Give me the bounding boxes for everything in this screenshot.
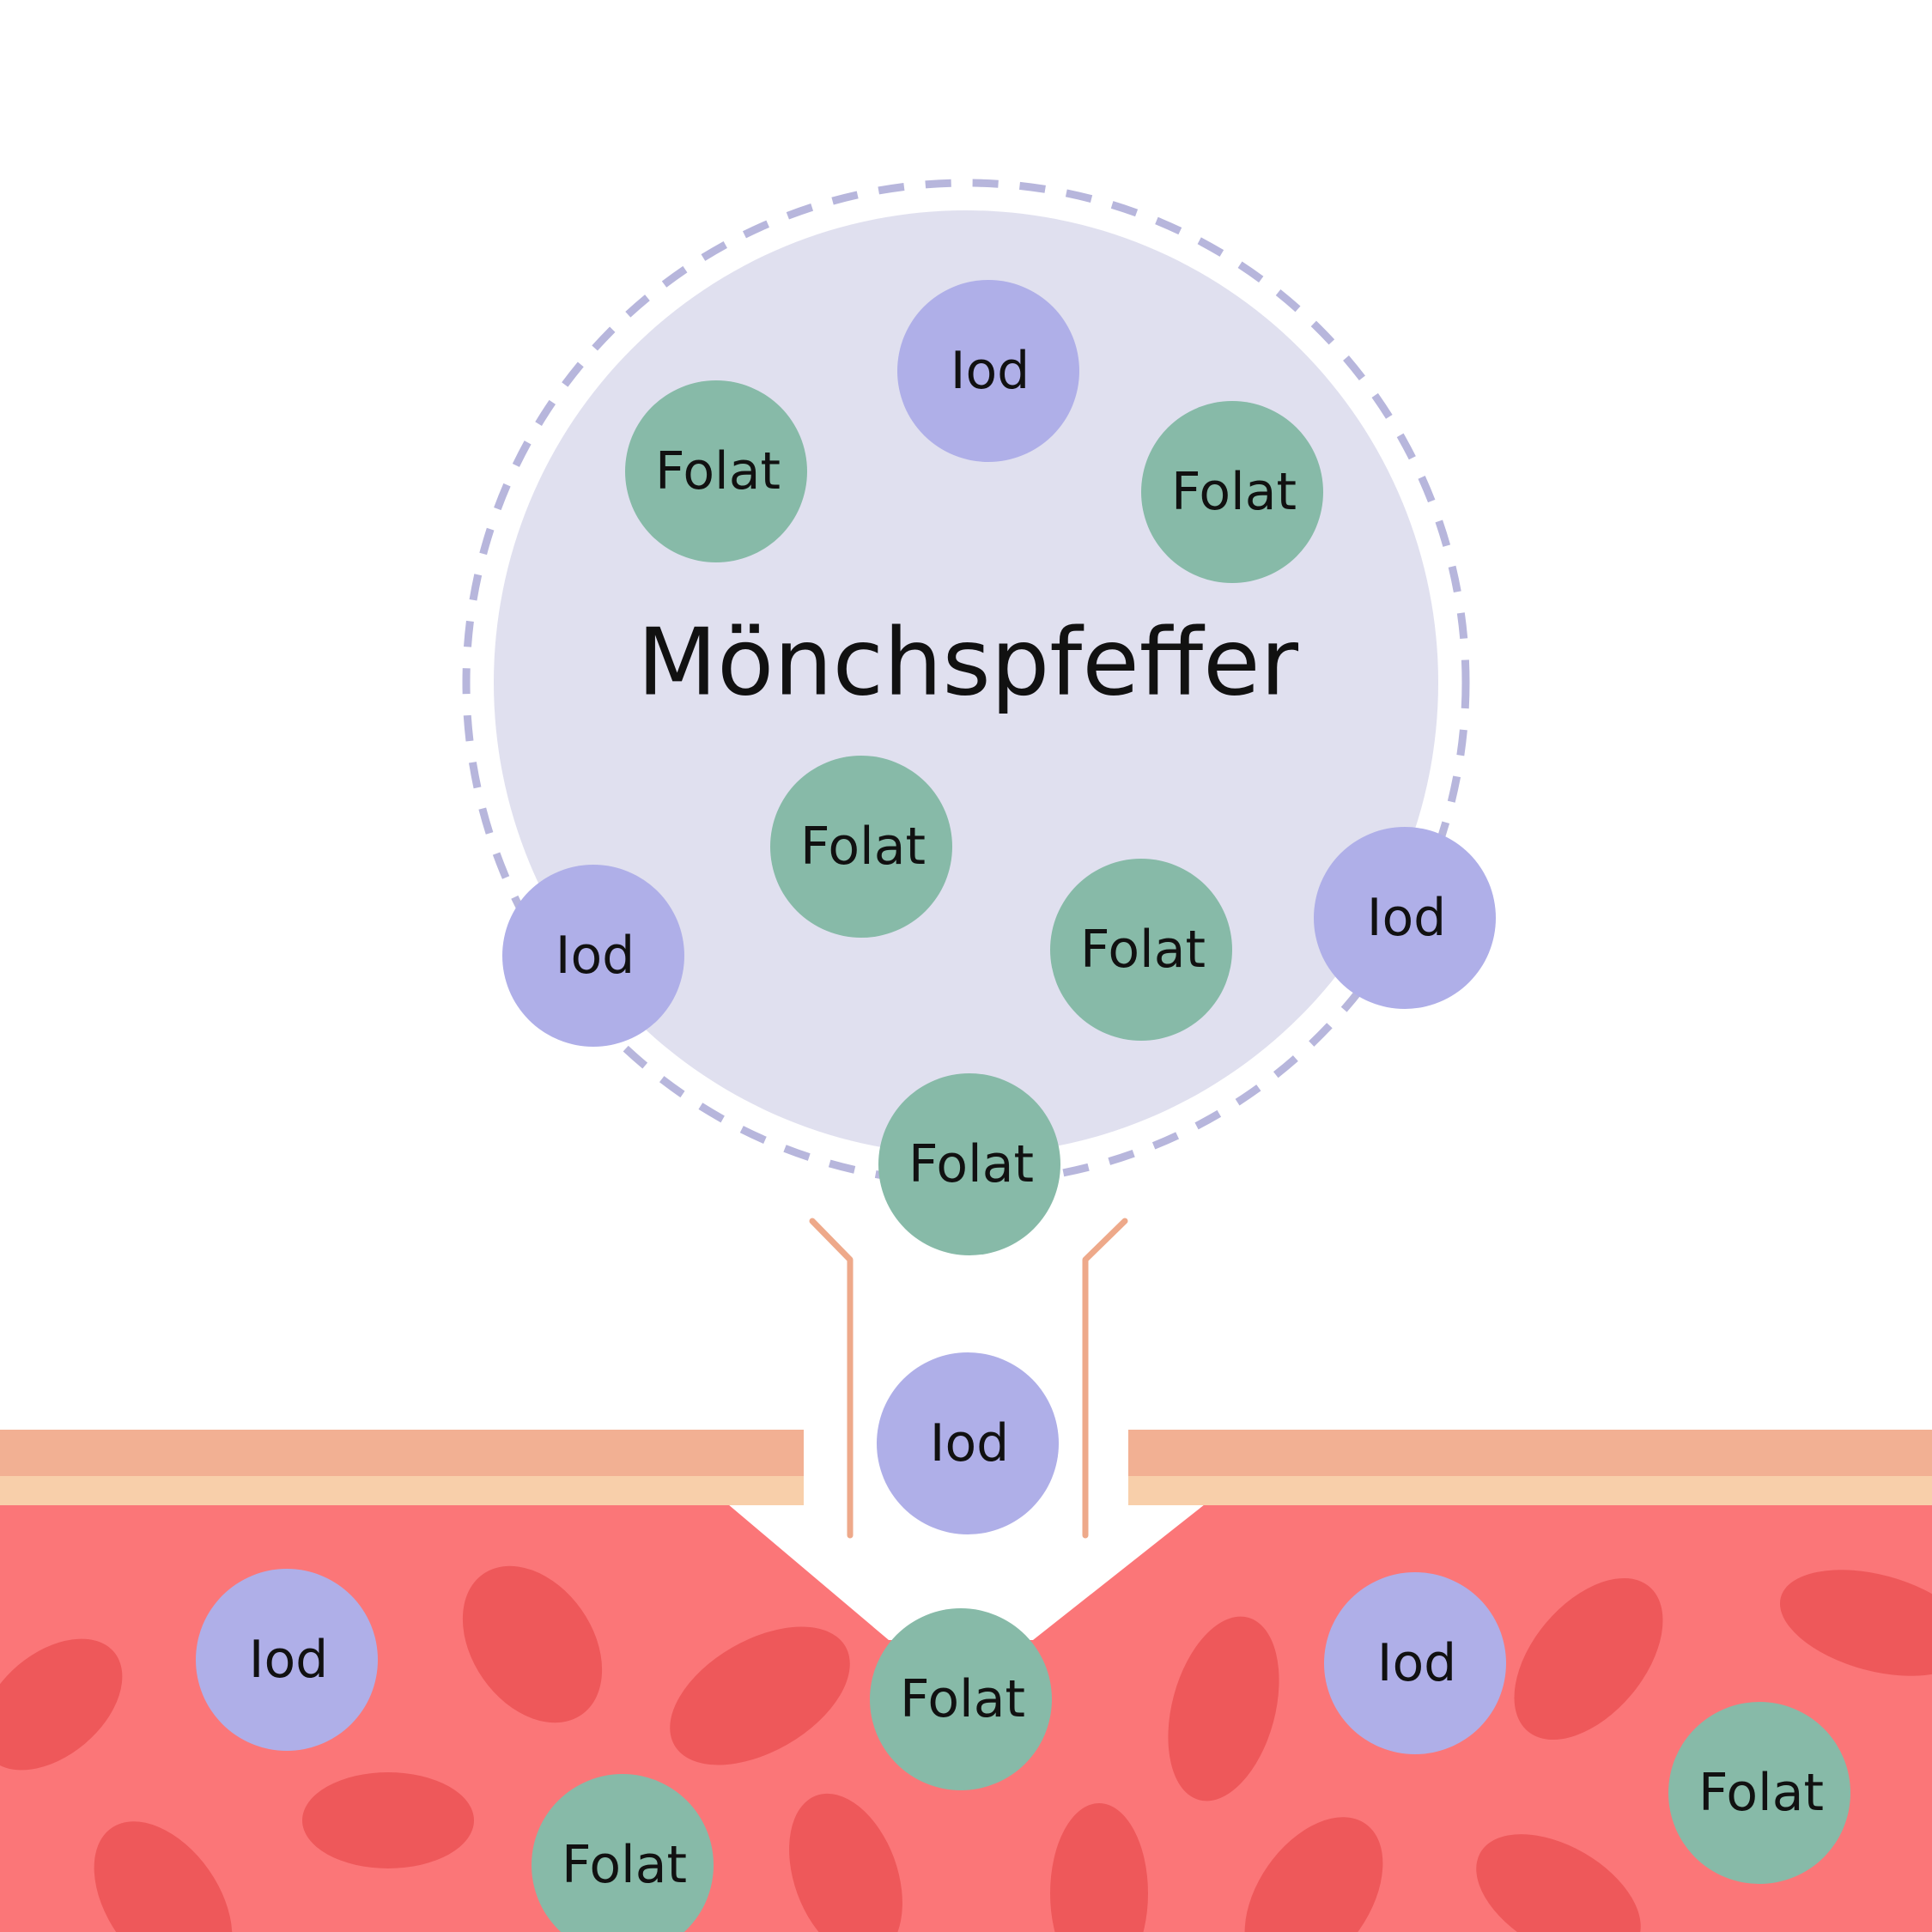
red-blood-cell — [789, 1793, 902, 1932]
iod-molecule: Iod — [877, 1352, 1059, 1534]
folat-circle — [870, 1608, 1052, 1790]
iod-circle — [502, 865, 684, 1047]
iod-molecule: Iod — [1324, 1572, 1506, 1754]
folat-molecule: Folat — [878, 1073, 1060, 1255]
iod-label: Iod — [249, 1630, 329, 1690]
folat-molecule: Folat — [1141, 401, 1323, 583]
tissue-outer-left — [0, 1430, 804, 1476]
red-blood-cell — [0, 1638, 123, 1771]
iod-circle — [897, 280, 1079, 462]
red-blood-cell — [462, 1565, 603, 1723]
iod-molecule: Iod — [502, 865, 684, 1047]
folat-molecule: Folat — [770, 756, 952, 938]
iod-molecule: Iod — [196, 1569, 378, 1751]
folat-label: Folat — [908, 1134, 1034, 1194]
folat-label: Folat — [900, 1669, 1025, 1729]
tissue-inner-left — [0, 1476, 804, 1505]
red-blood-cell — [1050, 1803, 1148, 1932]
tissue-layers — [0, 1430, 1932, 1505]
folat-circle — [532, 1774, 714, 1932]
tissue-outer-right — [1128, 1430, 1932, 1476]
folat-circle — [770, 756, 952, 938]
folat-label: Folat — [562, 1835, 687, 1895]
iod-circle — [196, 1569, 378, 1751]
folat-circle — [878, 1073, 1060, 1255]
channel-wall-right — [1082, 1218, 1128, 1539]
red-blood-cell — [670, 1626, 850, 1765]
folat-molecule: Folat — [1050, 859, 1232, 1041]
folat-label: Folat — [655, 441, 781, 501]
tissue-inner-right — [1128, 1476, 1932, 1505]
folat-label: Folat — [1171, 462, 1297, 522]
absorption-channel — [809, 1218, 1128, 1539]
folat-molecule: Folat — [532, 1774, 714, 1932]
iod-label: Iod — [930, 1413, 1010, 1473]
red-blood-cell — [1244, 1817, 1383, 1932]
red-blood-cell — [302, 1772, 474, 1868]
folat-circle — [1050, 859, 1232, 1041]
folat-label: Folat — [1698, 1763, 1824, 1823]
folat-label: Folat — [1080, 920, 1206, 980]
iod-molecule: Iod — [1314, 827, 1496, 1009]
red-blood-cell — [1514, 1577, 1663, 1741]
folat-molecule: Folat — [625, 380, 807, 562]
capsule-dashed-outline — [462, 179, 1470, 1187]
iod-label: Iod — [556, 926, 635, 986]
molecules: Iod Folat Folat Folat Folat Iod Iod Fol — [196, 280, 1850, 1932]
red-blood-cell — [1476, 1834, 1641, 1932]
iod-molecule: Iod — [897, 280, 1079, 462]
iod-label: Iod — [1377, 1633, 1457, 1693]
channel-wall-left — [809, 1218, 854, 1539]
iod-label: Iod — [1367, 888, 1447, 948]
folat-molecule: Folat — [870, 1608, 1052, 1790]
capsule-title: Mönchspfeffer — [637, 610, 1299, 717]
folat-circle — [625, 380, 807, 562]
iod-circle — [1314, 827, 1496, 1009]
red-blood-cell — [1779, 1570, 1932, 1676]
folat-label: Folat — [800, 817, 926, 877]
folat-circle — [1141, 401, 1323, 583]
red-blood-cell — [94, 1821, 233, 1932]
folat-molecule: Folat — [1668, 1702, 1850, 1884]
iod-label: Iod — [951, 341, 1030, 401]
iod-circle — [1324, 1572, 1506, 1754]
red-blood-cells — [0, 1565, 1932, 1932]
red-blood-cell — [1168, 1616, 1279, 1801]
iod-circle — [877, 1352, 1059, 1534]
folat-circle — [1668, 1702, 1850, 1884]
